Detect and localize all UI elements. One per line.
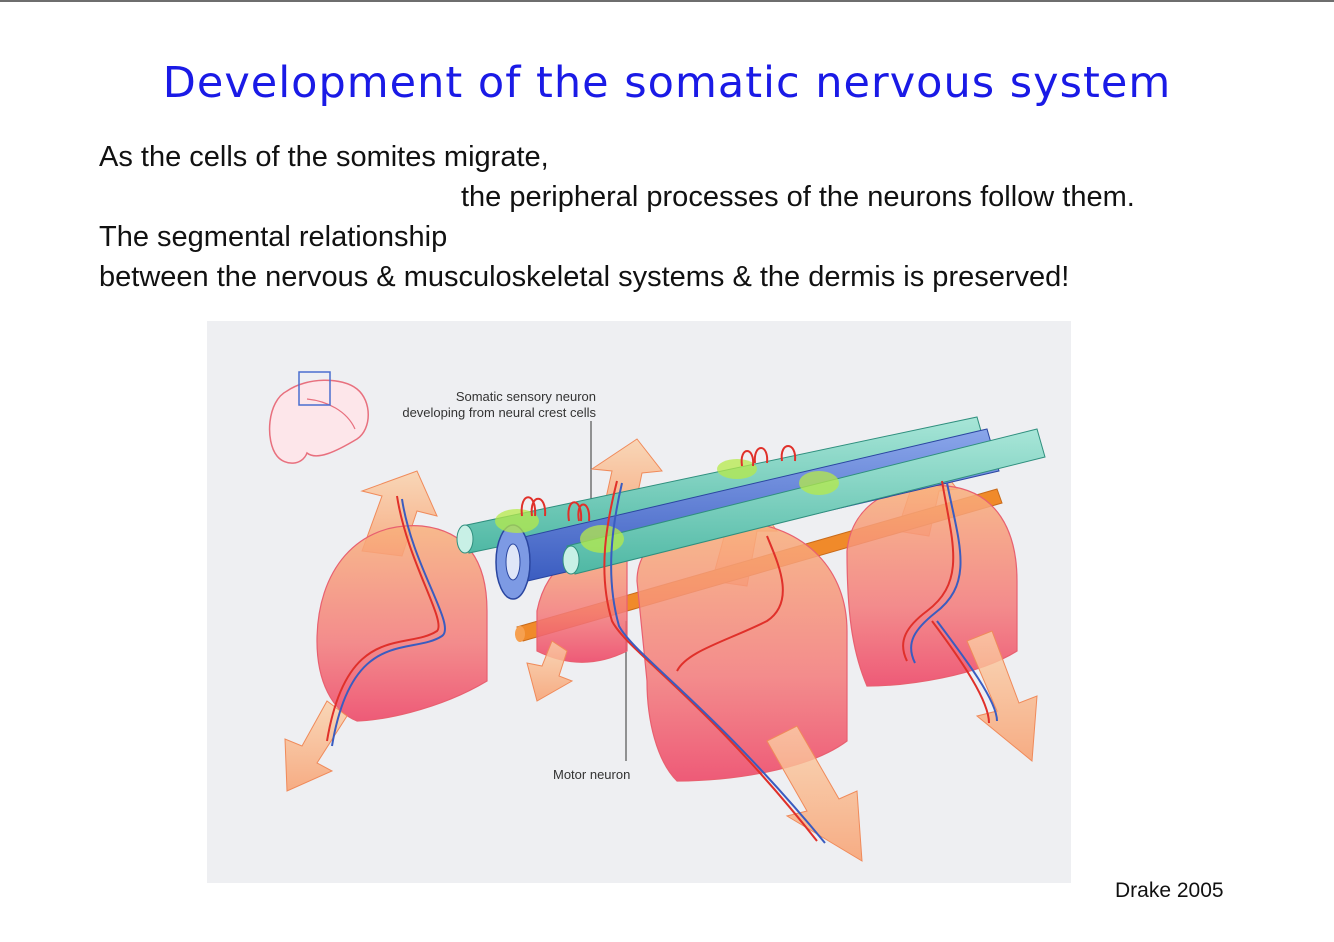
body-line-3: The segmental relationship bbox=[99, 221, 447, 254]
dorsal-root-ganglion bbox=[580, 525, 624, 553]
embryo-thumbnail bbox=[270, 372, 369, 463]
body-line-2: the peripheral processes of the neurons … bbox=[461, 181, 1135, 214]
sensory-neuron-label-2: developing from neural crest cells bbox=[402, 405, 596, 420]
downward-migration-arrow bbox=[527, 641, 572, 701]
downward-migration-arrow bbox=[285, 701, 347, 791]
motor-neuron-label: Motor neuron bbox=[553, 767, 630, 782]
dorsal-root-ganglion bbox=[799, 471, 839, 495]
neural-canal bbox=[506, 544, 520, 580]
image-credit: Drake 2005 bbox=[1115, 879, 1224, 903]
top-rule bbox=[0, 0, 1334, 2]
figure-illustration: Somatic sensory neuron developing from n… bbox=[207, 321, 1071, 883]
sensory-neuron-label-1: Somatic sensory neuron bbox=[456, 389, 596, 404]
somite bbox=[637, 520, 847, 781]
notochord-end bbox=[515, 626, 525, 642]
body-line-1: As the cells of the somites migrate, bbox=[99, 141, 549, 174]
slide-title: Development of the somatic nervous syste… bbox=[0, 58, 1334, 108]
somite-development-figure: Somatic sensory neuron developing from n… bbox=[207, 321, 1071, 883]
ganglion-tube-end bbox=[563, 546, 579, 574]
ganglion-tube-end bbox=[457, 525, 473, 553]
somite bbox=[317, 526, 487, 721]
body-line-4: between the nervous & musculoskeletal sy… bbox=[99, 261, 1069, 294]
dorsal-root-ganglion bbox=[717, 459, 757, 479]
